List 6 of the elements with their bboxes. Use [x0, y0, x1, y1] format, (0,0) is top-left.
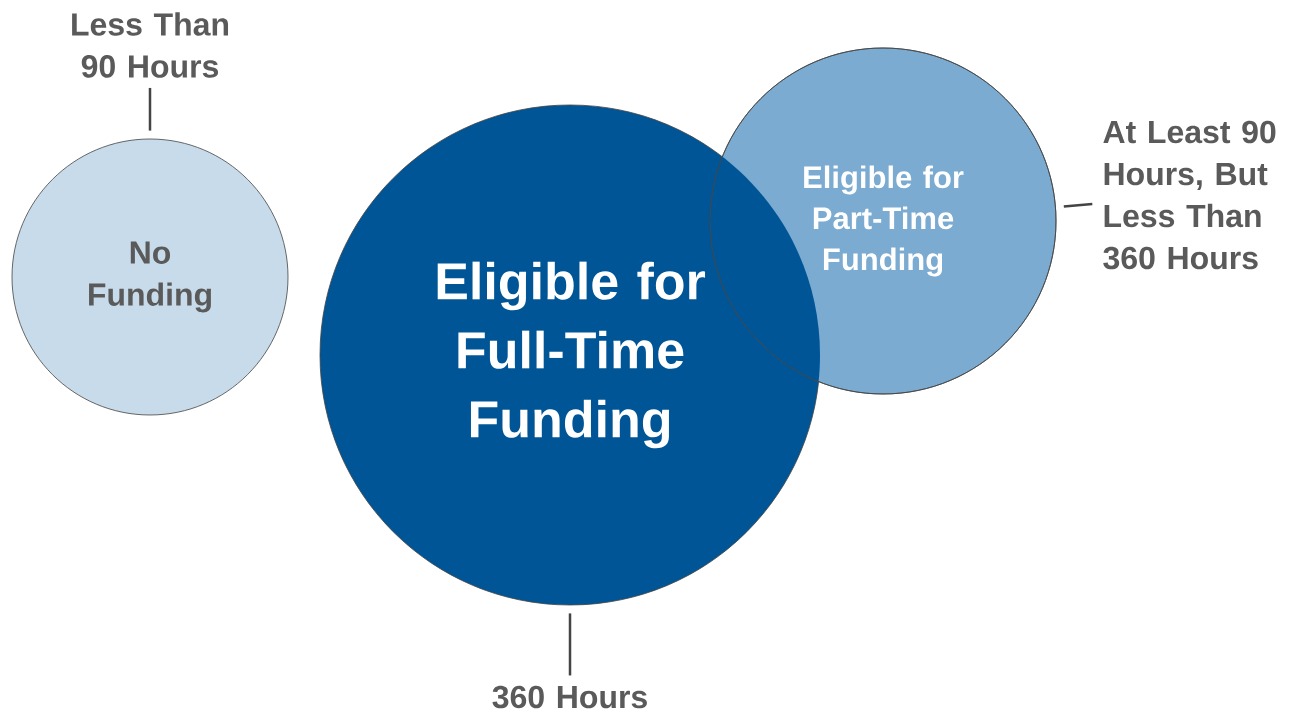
- callout-text: Less Than 90 Hours: [72, 12, 228, 78]
- leader-line: [148, 87, 152, 131]
- callout-text: 360 Hours: [492, 685, 647, 709]
- leader-line: [568, 613, 572, 676]
- callout-text: At Least 90 Hours, But Less Than 360 Hours: [1103, 120, 1276, 270]
- leader-line: [1063, 202, 1093, 208]
